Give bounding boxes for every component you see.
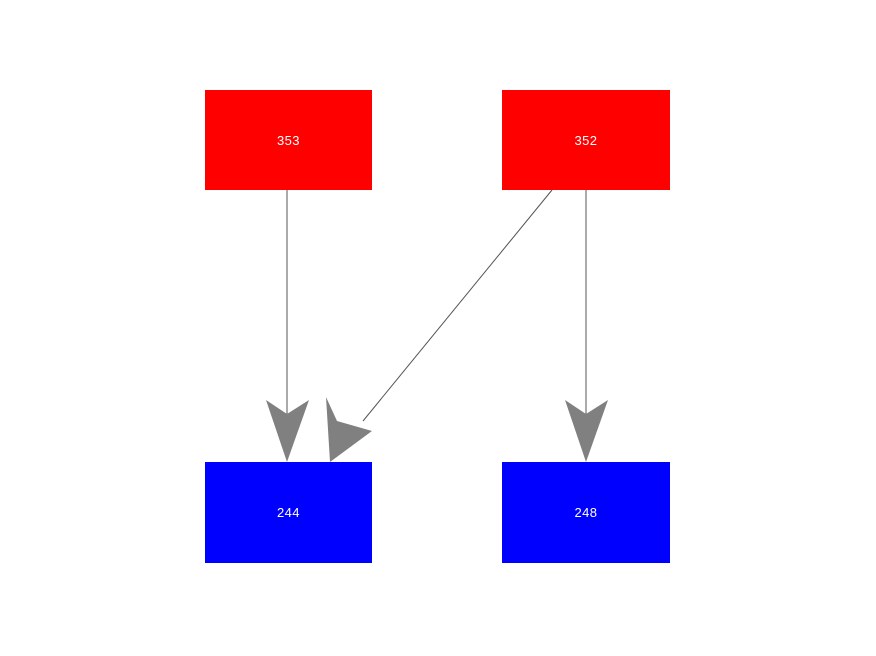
arrowhead-icon xyxy=(266,400,309,462)
graph-node-244[interactable]: 244 xyxy=(205,462,372,563)
node-label: 353 xyxy=(277,132,300,148)
arrowhead-icon xyxy=(326,397,372,462)
node-label: 244 xyxy=(277,505,300,520)
graph-node-353[interactable]: 353 xyxy=(205,90,372,190)
edge-353-244[interactable] xyxy=(266,190,309,462)
node-label: 352 xyxy=(574,132,598,148)
edge-352-248[interactable] xyxy=(565,190,608,462)
node-label: 248 xyxy=(574,505,598,520)
graph-node-248[interactable]: 248 xyxy=(502,462,670,563)
graph-node-352[interactable]: 352 xyxy=(502,90,670,190)
edge-352-244[interactable] xyxy=(326,189,553,462)
edge-line xyxy=(362,189,553,422)
arrowhead-icon xyxy=(565,400,608,462)
